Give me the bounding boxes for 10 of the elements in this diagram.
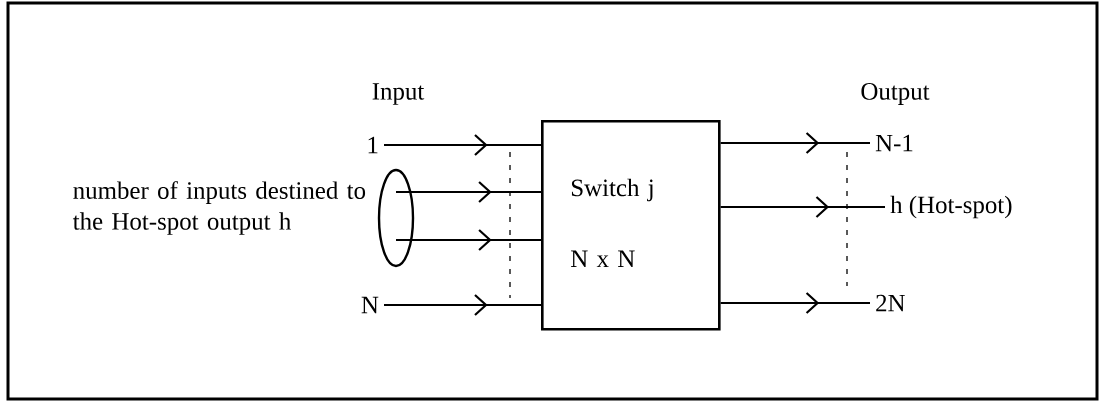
- port-label: N-1: [875, 134, 913, 152]
- switch-box: Switch j N x N: [541, 120, 721, 331]
- port-label: h (Hot-spot): [890, 195, 1012, 219]
- port-label: 1: [368, 136, 378, 154]
- port-label: N: [361, 296, 379, 314]
- column-heading: Output: [861, 83, 930, 105]
- group-ellipse: [377, 168, 415, 268]
- column-heading: Input: [372, 83, 425, 105]
- port-label: 2N: [876, 294, 905, 312]
- annotation-text: number of inputs destined to the Hot-spot output h: [72, 181, 366, 235]
